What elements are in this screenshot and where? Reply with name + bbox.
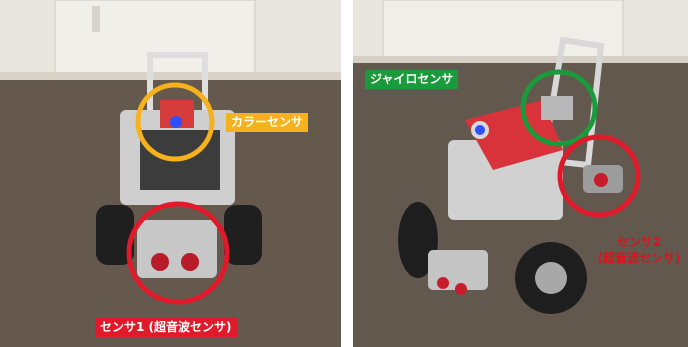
right-photo-scene bbox=[353, 0, 688, 347]
right-robot-photo: ジャイロセンサ センサ2 (超音波センサ) bbox=[353, 0, 688, 347]
sensor2-label-line2: (超音波センサ) bbox=[597, 251, 681, 265]
color-sensor-highlight-circle bbox=[135, 82, 215, 162]
left-photo-scene bbox=[0, 0, 341, 347]
sensor2-label: センサ2 (超音波センサ) bbox=[593, 234, 685, 266]
gyro-sensor-label: ジャイロセンサ bbox=[365, 70, 459, 89]
color-sensor-label: カラーセンサ bbox=[226, 113, 309, 132]
sensor1-highlight-circle bbox=[126, 201, 230, 305]
left-robot-photo: カラーセンサ センサ1 (超音波センサ) bbox=[0, 0, 341, 347]
sensor2-highlight-circle bbox=[557, 134, 641, 218]
sensor1-label: センサ1 (超音波センサ) bbox=[95, 318, 237, 337]
gyro-sensor-highlight-circle bbox=[520, 69, 598, 147]
sensor2-label-line1: センサ2 bbox=[616, 235, 662, 249]
